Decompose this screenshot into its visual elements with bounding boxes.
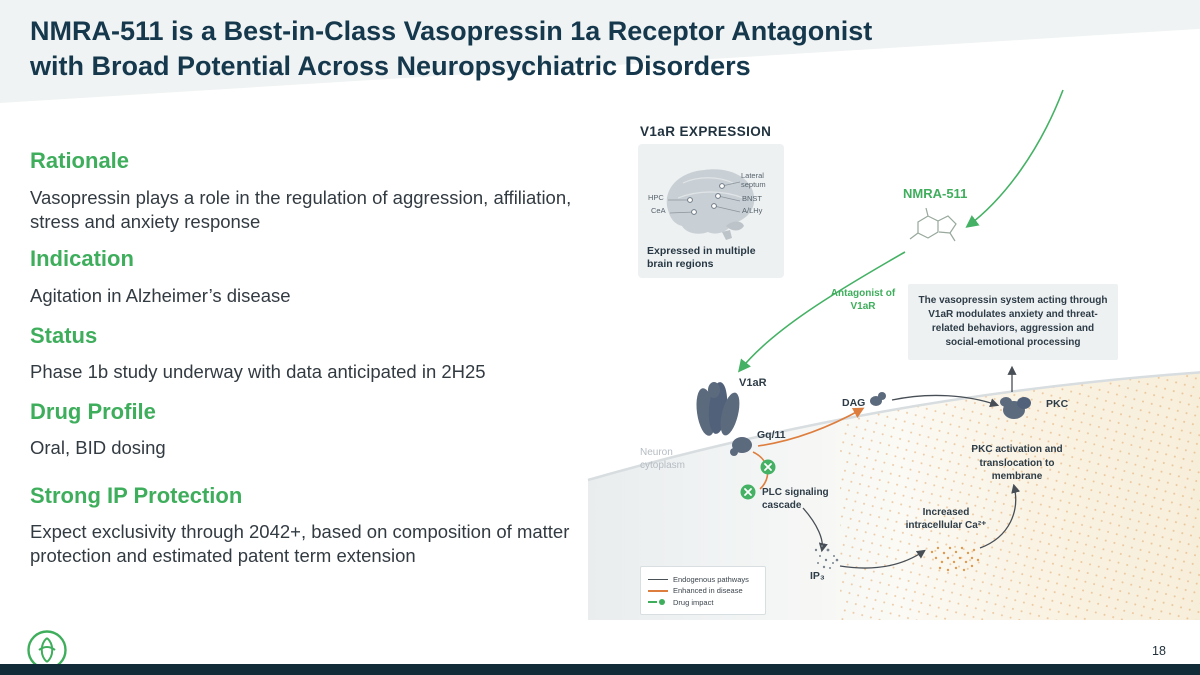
ip3-label: IP₃	[810, 570, 825, 582]
g-protein-label: Gq/11	[757, 429, 786, 441]
calcium-particles	[930, 546, 980, 572]
dag-molecule	[870, 392, 886, 406]
section-body-ip-protection: Expect exclusivity through 2042+, based …	[30, 521, 570, 567]
legend-label: Enhanced in disease	[673, 586, 743, 595]
legend-label: Drug impact	[673, 597, 714, 607]
page-number: 18	[1152, 644, 1166, 658]
brain-caption: Expressed in multiple brain regions	[647, 244, 756, 270]
receptor-label: V1aR	[739, 377, 767, 389]
dag-label: DAG	[842, 397, 866, 409]
slide-title-line1: NMRA-511 is a Best-in-Class Vasopressin …	[30, 16, 873, 46]
section-heading-drug-profile: Drug Profile	[30, 399, 156, 424]
drug-impact-swatch	[648, 599, 668, 605]
section-body-rationale: Vasopressin plays a role in the regulati…	[30, 187, 572, 233]
pkc-protein	[1000, 397, 1031, 419]
section-heading-indication: Indication	[30, 246, 134, 271]
brain-label-alhy: A/LHy	[742, 206, 763, 215]
enhanced-pathway-arrows	[752, 407, 865, 490]
ip3-particles	[814, 545, 839, 569]
pkc-activation-label: PKC activation and translocation to memb…	[971, 444, 1063, 482]
section-body-status: Phase 1b study underway with data antici…	[30, 361, 486, 382]
section-body-drug-profile: Oral, BID dosing	[30, 437, 166, 458]
legend-row-enhanced: Enhanced in disease	[648, 586, 758, 595]
footer-bar	[0, 664, 1200, 675]
antagonist-label: Antagonist of V1aR	[830, 288, 896, 312]
enhanced-line-swatch	[648, 589, 668, 592]
neuron-cytoplasm-label: Neuron cytoplasm	[640, 447, 686, 471]
brain-expression-box: Lateral septum BNST A/LHy HPC CeA Expres…	[638, 144, 784, 278]
pathway-legend: Endogenous pathways Enhanced in disease …	[640, 566, 766, 615]
section-heading-status: Status	[30, 323, 98, 348]
expression-section-title: V1aR EXPRESSION	[640, 124, 772, 139]
brain-label-hpc: HPC	[648, 193, 664, 202]
legend-row-drug: Drug impact	[648, 598, 758, 607]
brain-label-bnst: BNST	[742, 194, 763, 203]
slide-title: NMRA-511 is a Best-in-Class Vasopressin …	[30, 14, 970, 84]
legend-row-endogenous: Endogenous pathways	[648, 575, 758, 584]
section-heading-rationale: Rationale	[30, 148, 130, 173]
pkc-label: PKC	[1046, 398, 1069, 410]
drug-name-label: NMRA-511	[903, 186, 968, 201]
section-heading-ip-protection: Strong IP Protection	[30, 483, 243, 508]
v1ar-receptor-protein	[696, 382, 740, 436]
vasopressin-info-box: The vasopressin system acting through V1…	[908, 284, 1118, 360]
gq11-protein	[730, 437, 752, 456]
brain-illustration	[666, 169, 755, 240]
plc-cascade-label: PLC signaling cascade	[762, 487, 829, 511]
calcium-label: Increased intracellular Ca²⁺	[905, 507, 987, 531]
brain-label-lateral-septum: Lateral septum	[741, 171, 766, 189]
legend-label: Endogenous pathways	[673, 574, 749, 584]
endogenous-line-swatch	[648, 578, 668, 580]
molecule-structure	[909, 207, 957, 242]
slide-title-line2: with Broad Potential Across Neuropsychia…	[30, 51, 751, 82]
brain-label-cea: CeA	[651, 206, 666, 215]
section-body-indication: Agitation in Alzheimer’s disease	[30, 285, 291, 306]
